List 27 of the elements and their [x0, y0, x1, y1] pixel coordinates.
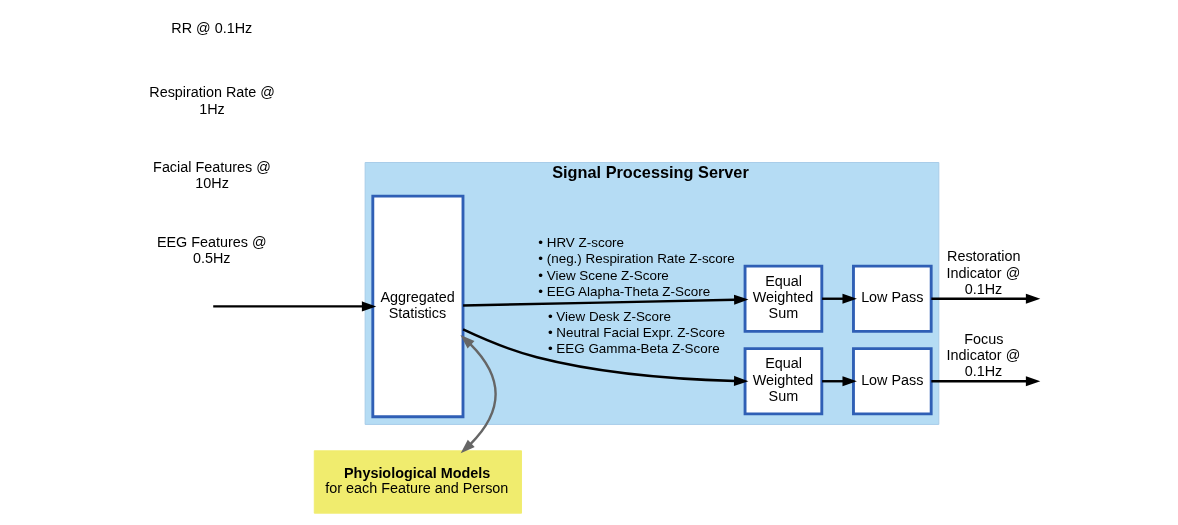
label: • View Scene Z-Score	[537, 267, 669, 283]
arrow	[462, 294, 748, 307]
arrow	[930, 375, 1040, 386]
label: Facial Features @ 10Hz	[152, 158, 271, 191]
arrow	[212, 300, 376, 311]
label: • EEG Gamma-Beta Z-Score	[547, 340, 720, 356]
label: RR @ 0.1Hz	[170, 19, 252, 36]
arrow	[930, 293, 1040, 304]
arrow	[462, 327, 748, 386]
arrow	[821, 293, 857, 304]
label: • HRV Z-score	[537, 234, 624, 250]
node-box: Aggregated Statistics	[370, 194, 464, 418]
node-box: Equal Weighted Sum	[743, 346, 823, 415]
label: • Neutral Facial Expr. Z-Score	[547, 324, 725, 340]
label: EEG Features @ 0.5Hz	[156, 233, 267, 266]
label: Respiration Rate @ 1Hz	[148, 83, 275, 117]
label: • EEG Alapha-Theta Z-Score	[537, 283, 710, 299]
node-box: Low Pass	[851, 346, 933, 415]
arrow	[821, 375, 857, 386]
edge-label: Restoration Indicator @ 0.1Hz	[946, 247, 1021, 297]
label: • View Desk Z-Score	[547, 308, 671, 324]
node-box: Low Pass	[851, 264, 933, 333]
label: • (neg.) Respiration Rate Z-score	[537, 250, 735, 266]
arrow	[459, 334, 497, 453]
node-box: Physiological Models for each Feature and Person	[313, 449, 522, 514]
edge-label: Focus Indicator @ 0.1Hz	[946, 330, 1020, 379]
node-box: Equal Weighted Sum	[743, 264, 823, 333]
